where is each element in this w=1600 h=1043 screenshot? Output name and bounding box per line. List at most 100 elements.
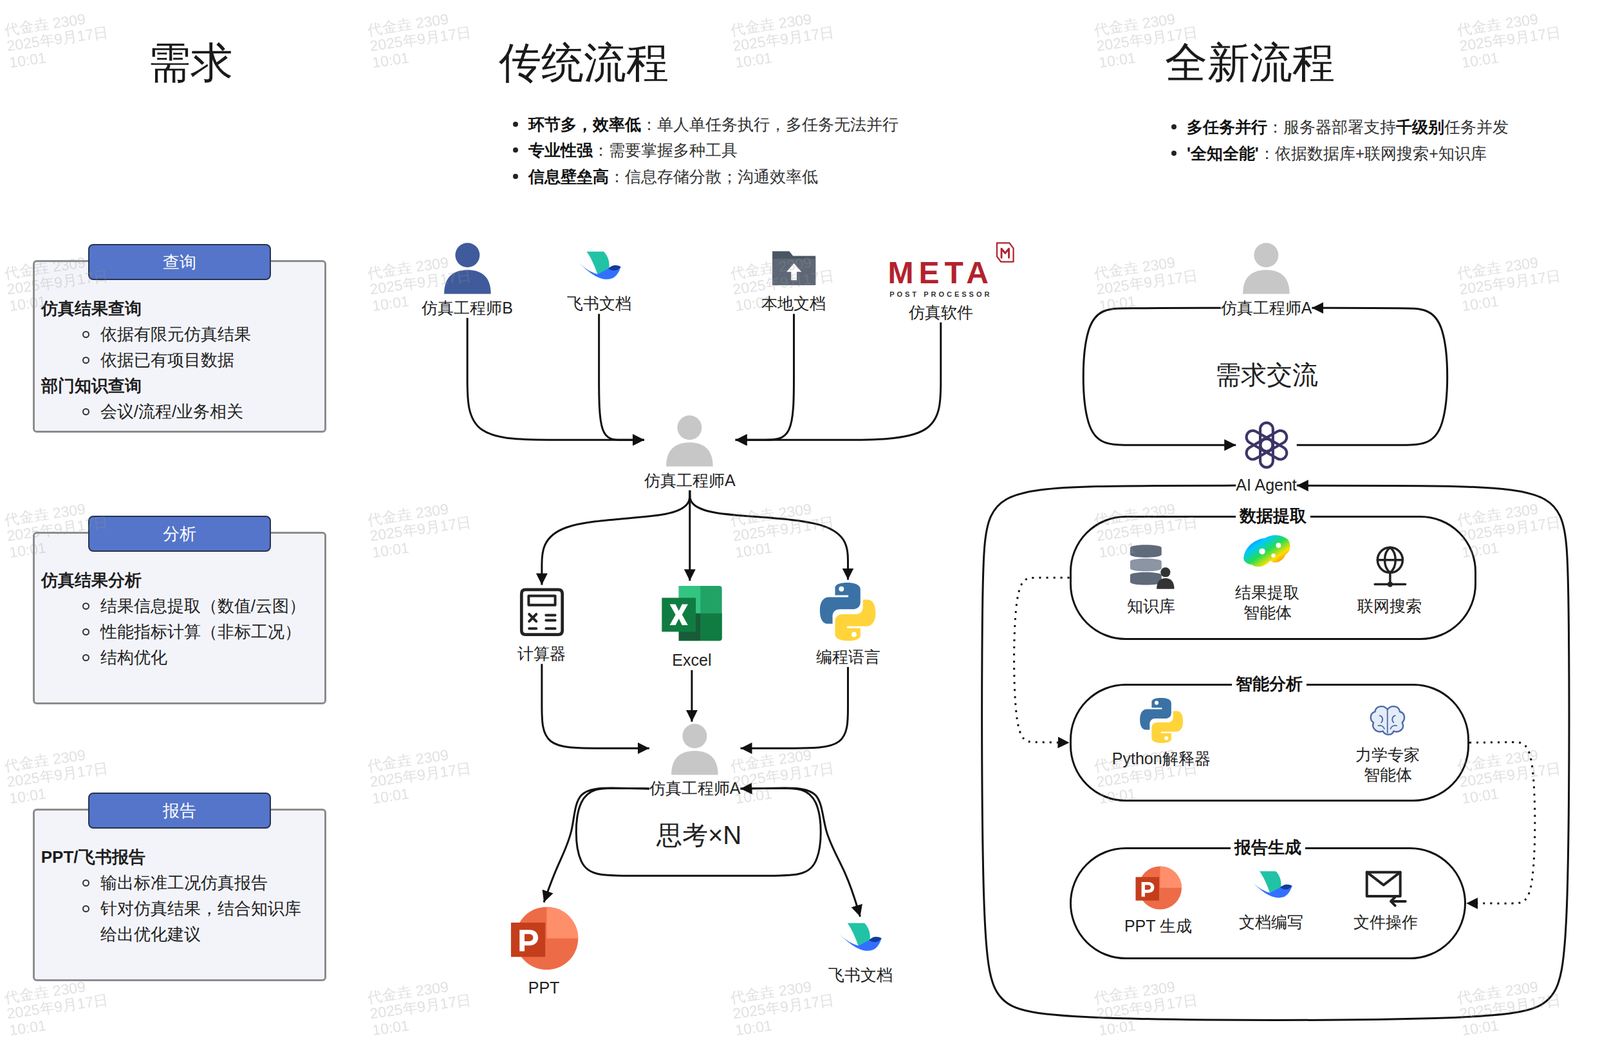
card-title: 报告 — [89, 793, 270, 828]
card-line: 性能指标计算（非标工况） — [41, 618, 322, 645]
icon-part — [666, 442, 714, 466]
icon-node: 文档编写 — [1238, 865, 1304, 932]
icon-part — [519, 929, 539, 951]
connector — [543, 787, 650, 902]
icon-part — [521, 589, 562, 635]
icon-part — [529, 627, 555, 631]
icon-part — [1164, 736, 1169, 741]
watermark-wrap: 代金垚 2309 2025年9月17日 10:01 — [366, 496, 489, 561]
watermark: 代金垚 2309 2025年9月17日 10:01 — [3, 973, 125, 1039]
node-label: 知识库 — [1126, 595, 1176, 616]
icon-node: 编程语言 — [816, 579, 881, 668]
icon-part — [1276, 542, 1282, 548]
icon-part — [772, 251, 816, 286]
icon-part — [1258, 547, 1266, 555]
bullet-text: 多任务并行 — [1186, 117, 1268, 136]
card-title: 查询 — [89, 245, 270, 279]
icon-node: PPT — [508, 902, 580, 998]
card-tab: 查询 — [88, 243, 271, 280]
watermark-wrap: 代金垚 2309 2025年9月17日 10:01 — [1456, 973, 1579, 1039]
requirement-card: 报告PPT/飞书报告输出标准工况仿真报告针对仿真结果，结合知识库 给出优化建议 — [32, 808, 327, 981]
connector — [576, 787, 821, 876]
bullet-line: '全知全能'：依据数据库+联网搜索+知识库 — [1186, 140, 1487, 167]
globe-icon — [1367, 540, 1413, 592]
fem-icon — [1231, 527, 1304, 579]
bullet-text: 专业性强 — [528, 140, 593, 159]
watermark-wrap: 代金垚 2309 2025年9月17日 10:01 — [3, 973, 125, 1039]
card-line: 输出标准工况仿真报告 — [41, 869, 322, 896]
bullet-text: ：服务器部署支持 — [1267, 117, 1396, 136]
node-label: Excel — [671, 650, 712, 670]
group-heading-patch: 智能分析 — [1231, 674, 1307, 695]
connector — [1014, 577, 1070, 743]
person-icon — [1239, 240, 1293, 294]
watermark: 代金垚 2309 2025年9月17日 10:01 — [729, 6, 852, 71]
icon-part — [529, 613, 537, 622]
node-label: 仿真工程师B — [421, 297, 513, 318]
icon-part — [1151, 711, 1183, 743]
watermark-wrap: 代金垚 2309 2025年9月17日 10:01 — [1456, 742, 1579, 807]
connector — [1296, 307, 1448, 445]
openai-icon — [1239, 418, 1293, 472]
connector — [982, 485, 1570, 1020]
icon-part — [1130, 558, 1162, 572]
icon-part — [839, 933, 882, 950]
icon-part — [1157, 577, 1175, 589]
feishu-icon — [574, 245, 624, 291]
icon-node: 仿真工程师A — [1220, 240, 1313, 318]
edge-label-wrap: 思考×N — [653, 819, 745, 851]
watermark: 代金垚 2309 2025年9月17日 10:01 — [1456, 249, 1579, 314]
watermark: 代金垚 2309 2025年9月17日 10:01 — [1456, 742, 1579, 807]
icon-part — [1390, 897, 1406, 906]
icon-node: 知识库 — [1126, 540, 1176, 616]
icon-part — [608, 265, 622, 271]
icon-part — [835, 599, 876, 641]
watermark-wrap: 代金垚 2309 2025年9月17日 10:01 — [3, 6, 125, 71]
heading-wrap: 全新流程 — [1164, 37, 1335, 89]
watermark: 代金垚 2309 2025年9月17日 10:01 — [729, 742, 852, 807]
icon-node: 飞书文档 — [567, 245, 632, 315]
icon-node: PPT 生成 — [1124, 863, 1192, 936]
icon-part — [868, 936, 882, 942]
connector — [467, 317, 645, 440]
watermark-wrap: 代金垚 2309 2025年9月17日 10:01 — [366, 6, 489, 71]
card-line: 针对仿真结果，结合知识库 给出优化建议 — [41, 895, 322, 947]
icon-part — [1254, 242, 1279, 268]
icon-part — [996, 242, 1014, 262]
card-line: 依据已有项目数据 — [41, 346, 322, 373]
icon-part — [1161, 567, 1171, 577]
card-line: 会议/流程/业务相关 — [41, 398, 322, 425]
watermark: 代金垚 2309 2025年9月17日 10:01 — [1092, 249, 1215, 314]
group-heading-patch: 数据提取 — [1235, 505, 1311, 526]
icon-node: 力学专家 智能体 — [1350, 702, 1425, 786]
bullet-text: ：单人单任务执行，多任务无法并行 — [641, 115, 899, 134]
connector — [740, 666, 849, 748]
icon-node: Excel — [655, 580, 728, 670]
connector — [599, 314, 645, 441]
icon-part — [661, 597, 696, 633]
node-label: 仿真工程师A — [1220, 297, 1313, 318]
loop-label-wrap: 需求交流 — [1215, 359, 1319, 391]
node-label: AI Agent — [1235, 474, 1297, 495]
watermark: 代金垚 2309 2025年9月17日 10:01 — [729, 496, 852, 561]
watermark: 代金垚 2309 2025年9月17日 10:01 — [366, 973, 489, 1039]
icon-part — [1243, 534, 1290, 567]
icon-part — [444, 269, 492, 294]
watermark-wrap: 代金垚 2309 2025年9月17日 10:01 — [729, 496, 852, 561]
watermark-wrap: 代金垚 2309 2025年9月17日 10:01 — [729, 6, 852, 71]
python-icon — [1136, 695, 1186, 745]
bullet-text: ：信息存储分散；沟通效率低 — [608, 167, 819, 186]
icon-part — [1154, 700, 1159, 705]
loop-label: 需求交流 — [1215, 359, 1319, 391]
connector — [541, 663, 650, 748]
watermark: 代金垚 2309 2025年9月17日 10:01 — [1456, 496, 1579, 561]
icon-part — [1367, 872, 1401, 896]
group-heading: 报告生成 — [1234, 837, 1302, 858]
agent-group: 报告生成PPT 生成文档编写文件操作 — [1069, 846, 1467, 959]
person-icon — [663, 413, 717, 466]
icon-part — [671, 750, 719, 775]
icon-part — [455, 242, 480, 268]
bullet-line: 环节多，效率低：单人单任务执行，多任务无法并行 — [528, 111, 899, 138]
icon-node: 仿真工程师B — [421, 240, 513, 318]
